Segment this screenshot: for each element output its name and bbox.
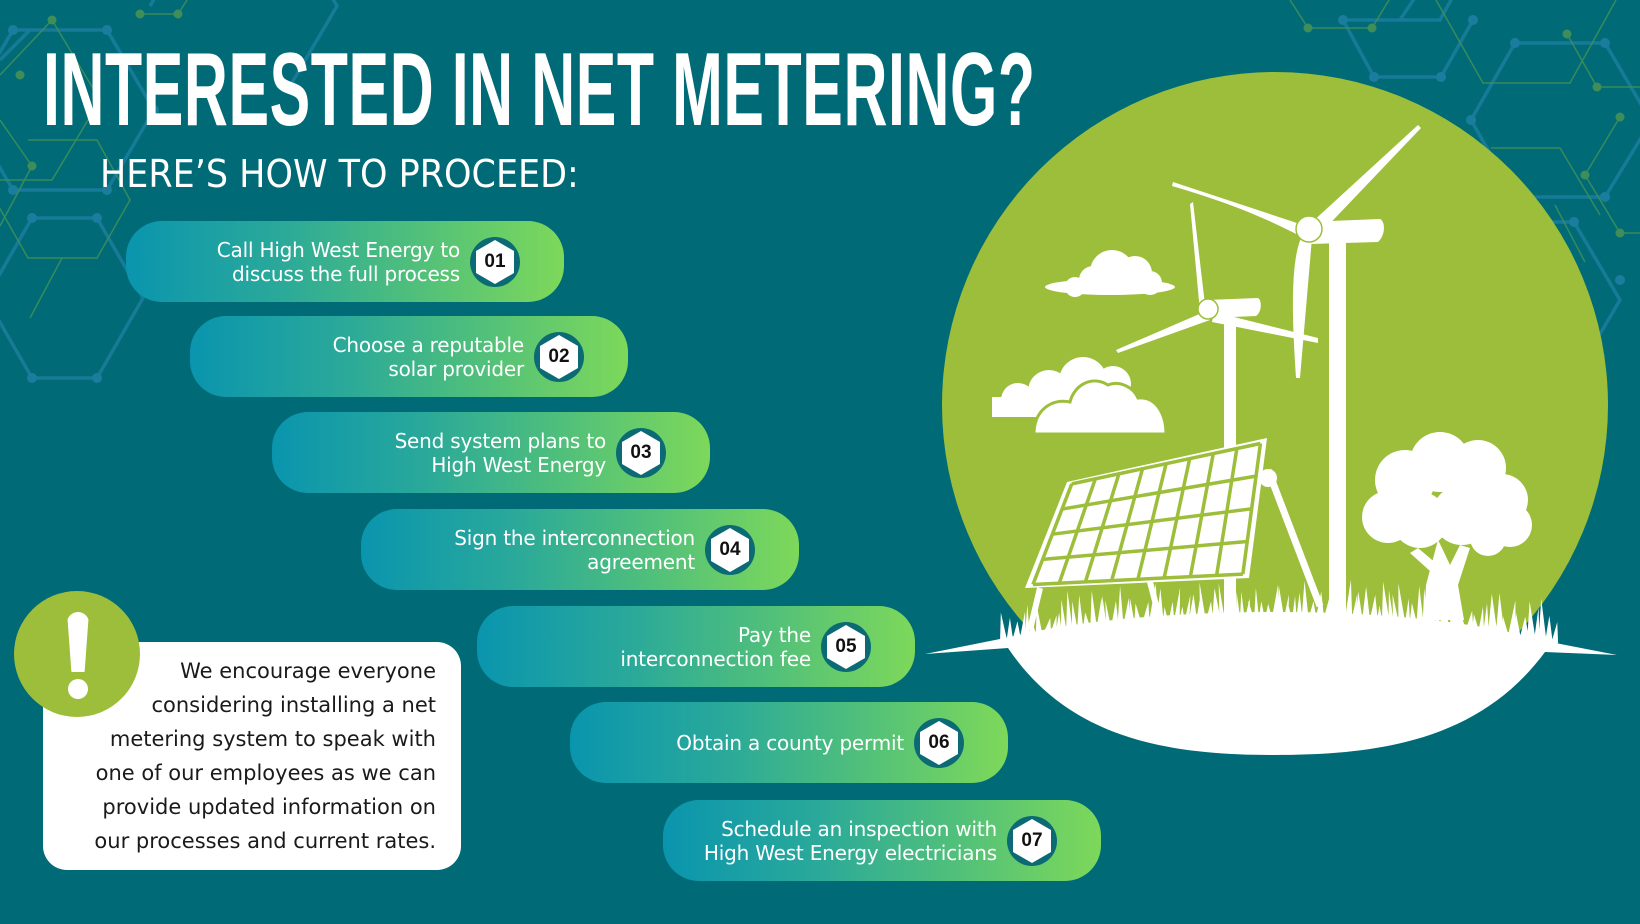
hexagon-icon [827,624,865,669]
hexagon-icon [711,527,749,572]
step-number: 04 [719,538,741,560]
exclamation-dot [68,679,88,699]
step-text: Obtain a county permit [676,731,904,755]
step-number: 02 [548,345,570,367]
solar-panel-icon [1025,438,1324,631]
hexagon-icon [1013,818,1051,863]
step-number-badge: 03 [616,427,666,478]
step-number-badge: 07 [1007,815,1057,866]
step-text-line: solar provider [388,356,524,381]
step-text-line: interconnection fee [620,646,811,671]
step-number: 06 [928,731,950,753]
step-number-badge: 02 [534,331,584,382]
ground-hill [925,579,1617,755]
step-number: 07 [1021,829,1043,851]
hex-nodes-blue [8,15,1625,383]
panel-grid-line [1061,474,1257,511]
step-text-line: Choose a reputable [332,332,525,357]
hexagon-icon [476,239,514,284]
step-number-badge: 06 [914,717,964,768]
panel-grid-line [1071,441,1261,486]
hexagon-icon [540,334,578,379]
step-text-line: Call High West Energy to [216,237,460,262]
advisory-note-text: We encourage everyone considering instal… [94,659,436,853]
page-subtitle: HERE’S HOW TO PROCEED: [100,152,579,196]
step-pill-6: Obtain a county permit 06 [570,702,1008,783]
page-title: INTERESTED IN NET METERING? [43,32,1036,148]
exclamation-icon [14,591,140,717]
step-text-line: discuss the full process [232,261,460,286]
step-text-line: agreement [587,549,695,574]
step-number: 03 [630,441,652,463]
panel-grid-line [1032,572,1243,587]
cloud-icon [1045,250,1175,297]
panel-grid-line [1042,539,1248,562]
cloud-icon [1032,379,1168,436]
step-number: 01 [484,250,506,272]
step-text-line: Sign the interconnection [454,525,695,550]
exclamation-bar [67,612,89,672]
step-number-badge: 04 [705,524,755,575]
wind-turbine-icon-large [1172,125,1421,622]
step-text-line: Pay the [737,622,811,647]
hex-nodes-green [15,9,1625,238]
step-number-badge: 05 [821,621,871,672]
tree-icon [1362,432,1532,620]
step-text-line: High West Energy electricians [703,840,997,865]
hexagon-icon [622,430,660,475]
step-number: 05 [835,635,857,657]
step-text-line: Send system plans to [394,428,607,453]
step-number-badge: 01 [470,236,520,287]
hexagon-icon [920,720,958,765]
step-text-line: High West Energy [431,452,606,477]
panel-grid-line [1052,507,1252,536]
step-text-line: Schedule an inspection with [721,816,997,841]
step-text-line: Obtain a county permit [676,730,904,755]
